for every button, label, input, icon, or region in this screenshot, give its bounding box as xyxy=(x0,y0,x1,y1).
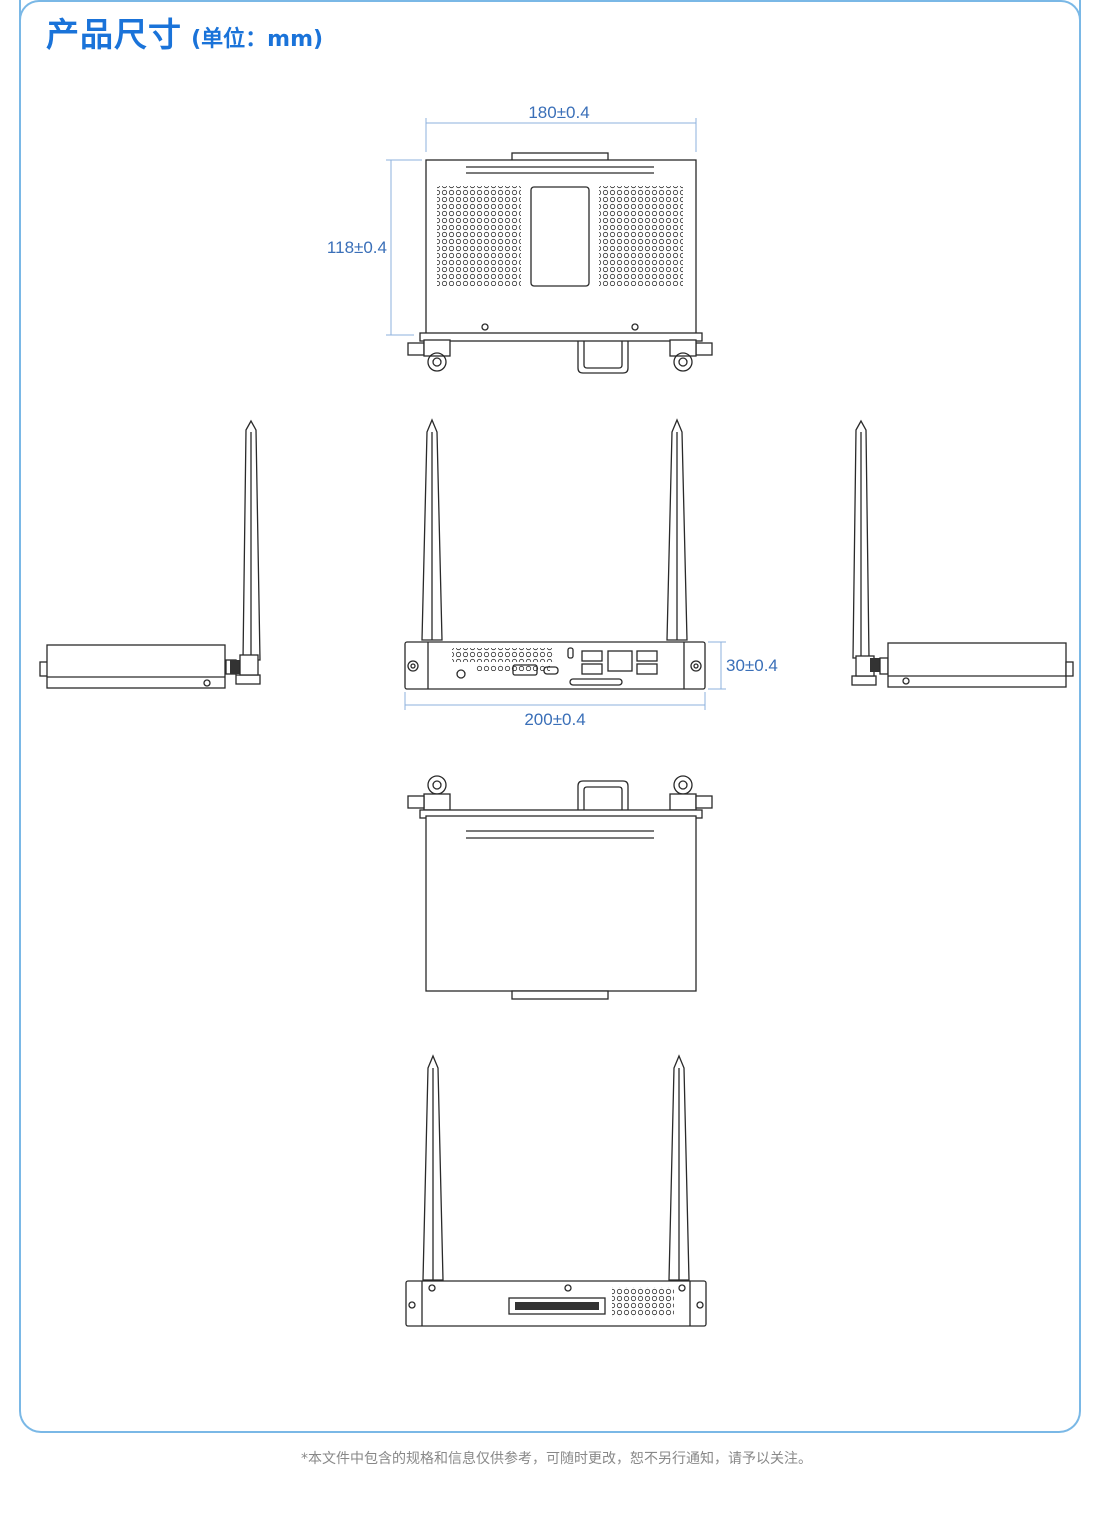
front-view xyxy=(404,418,726,710)
dim-depth: 118±0.4 xyxy=(327,238,387,257)
page-title: 产品尺寸 (单位：mm) xyxy=(46,8,323,56)
top-view xyxy=(386,118,713,374)
dim-width-top: 180±0.4 xyxy=(528,103,589,122)
footer-disclaimer: *本文件中包含的规格和信息仅供参考，可随时更改，恕不另行通知，请予以关注。 xyxy=(301,1451,812,1467)
bottom-view xyxy=(407,775,713,1000)
front-vent xyxy=(452,648,554,662)
rear-view xyxy=(405,1054,707,1327)
dimension-drawings: 180±0.4 118±0.4 xyxy=(39,103,1074,1327)
title-main: 产品尺寸 xyxy=(46,15,182,54)
right-side-view xyxy=(851,419,1074,688)
vent-right xyxy=(599,186,683,286)
dim-height-front: 30±0.4 xyxy=(726,656,778,675)
title-unit: (单位：mm) xyxy=(191,27,324,52)
left-side-view xyxy=(39,419,261,689)
vent-left xyxy=(437,186,521,286)
dim-width-front: 200±0.4 xyxy=(524,710,585,729)
panel-frame xyxy=(19,0,1081,1433)
rear-vent xyxy=(612,1287,674,1317)
